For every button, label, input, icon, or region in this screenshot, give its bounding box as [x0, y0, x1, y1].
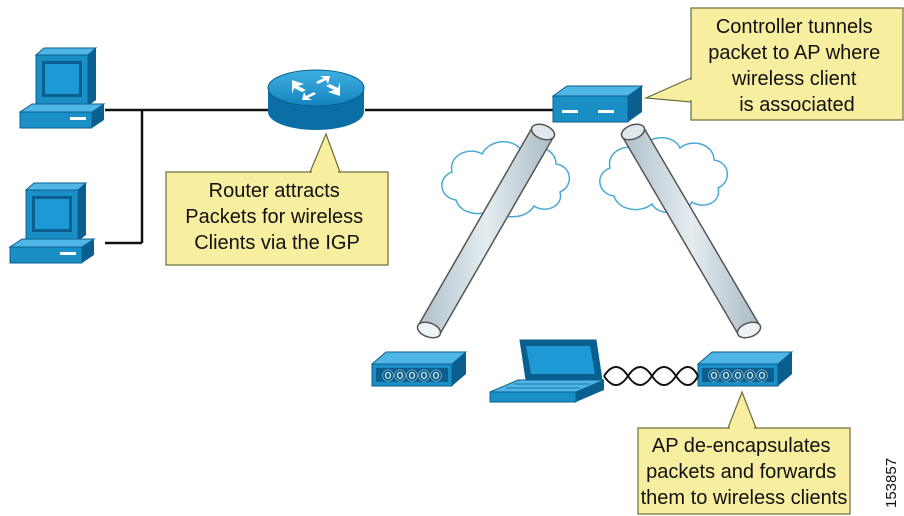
wireless-lan-controller-icon[interactable]: [551, 85, 644, 123]
ap-callout-line-3: them to wireless clients: [641, 487, 848, 509]
figure-number: 153857: [883, 458, 900, 508]
svg-text:Router attracts Packets: Router attracts Packets for wireless Cli…: [185, 180, 368, 254]
workstation-top-icon[interactable]: [18, 47, 106, 129]
controller-callout: Controller tunnels packet to AP where wi…: [643, 7, 904, 121]
ap-callout-line-2: packets and forwards: [646, 461, 836, 483]
tunnel-right-icon: [620, 123, 762, 339]
wired-links: [105, 108, 553, 245]
router-callout-line-2: Packets for wireless: [185, 206, 363, 228]
workstation-bottom-icon[interactable]: [8, 182, 96, 264]
tunnel-left-icon: [416, 123, 556, 339]
router-callout-line-3: Clients via the IGP: [194, 232, 360, 254]
laptop-icon[interactable]: [489, 339, 605, 403]
router-callout-line-1: Router attracts: [209, 180, 340, 202]
router-icon[interactable]: [267, 69, 365, 130]
ap-callout: AP de-encapsulates packets and forwards …: [637, 390, 851, 515]
ap-left-waves: ⓄⓄⓄⓄⓄ: [382, 369, 442, 383]
svg-text:Controller tunnels packe: Controller tunnels packet to AP where wi…: [708, 16, 886, 116]
router-callout: Router attracts Packets for wireless Cli…: [165, 132, 389, 266]
svg-text:AP de-encapsulates packe: AP de-encapsulates packets and forwards …: [641, 435, 848, 509]
ap-right-waves: ⓄⓄⓄⓄⓄ: [708, 369, 768, 383]
controller-callout-line-2: packet to AP where: [708, 42, 880, 64]
ap-callout-line-1: AP de-encapsulates: [652, 435, 831, 457]
wireless-signal-icon: [603, 366, 699, 386]
controller-callout-line-4: is associated: [739, 94, 855, 116]
access-point-left-icon[interactable]: ⓄⓄⓄⓄⓄ: [370, 351, 468, 387]
controller-callout-line-3: wireless client: [731, 68, 857, 90]
controller-callout-line-1: Controller tunnels: [716, 16, 873, 38]
access-point-right-icon[interactable]: ⓄⓄⓄⓄⓄ: [696, 351, 794, 387]
